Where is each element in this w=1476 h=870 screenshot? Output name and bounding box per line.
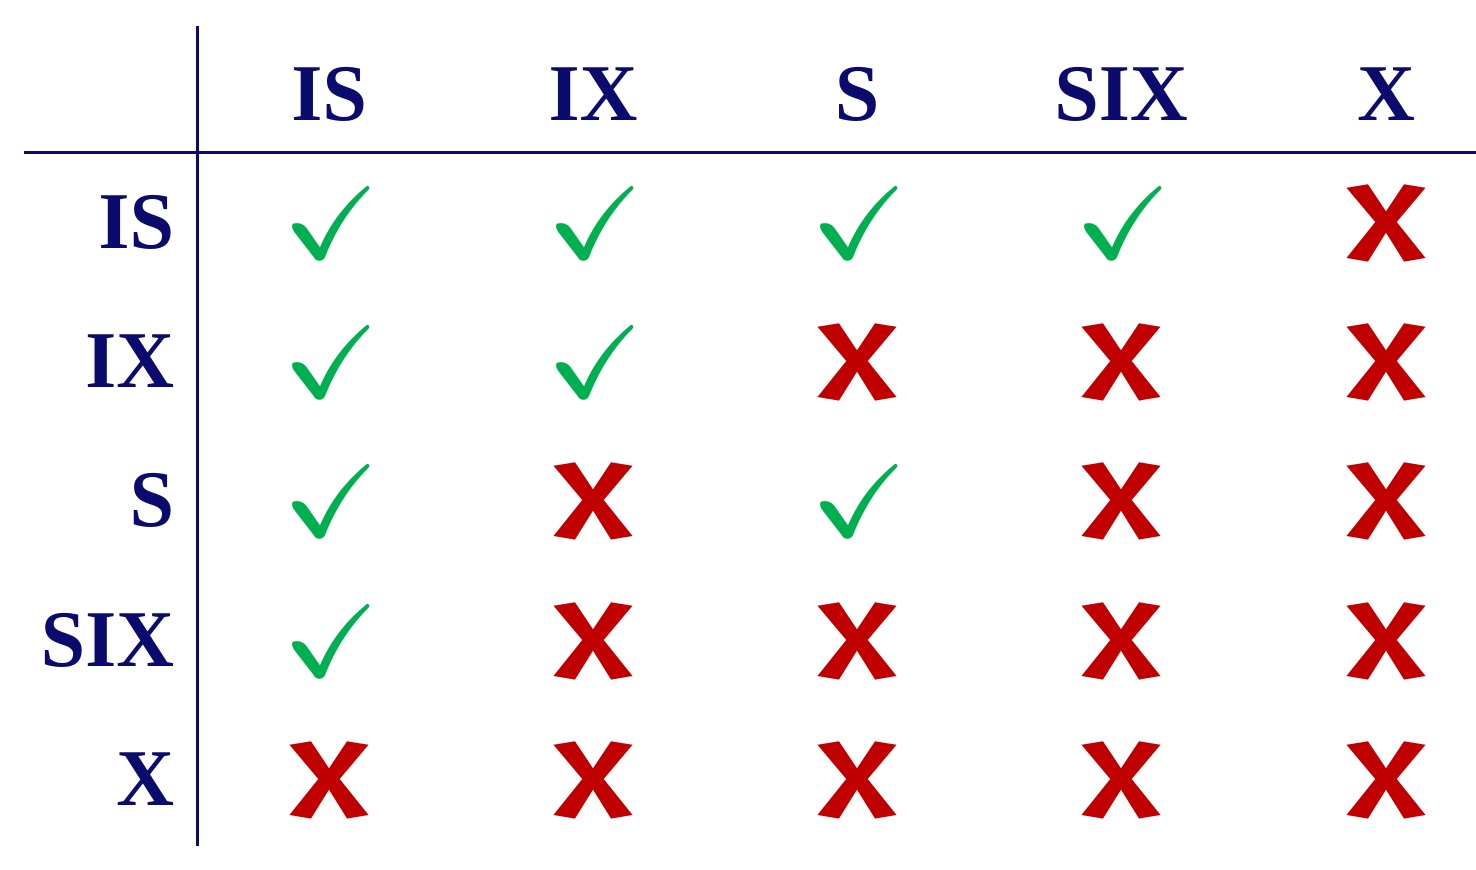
column-header-is: IS <box>291 50 367 138</box>
cross-mark-icon <box>284 734 374 824</box>
cross-mark-icon <box>1341 455 1431 545</box>
cross-mark-icon <box>1076 734 1166 824</box>
row-header-six: SIX <box>40 596 174 684</box>
row-header-is: IS <box>98 178 174 266</box>
cross-mark-icon <box>1341 177 1431 267</box>
cross-mark-icon <box>1341 595 1431 685</box>
check-mark-icon <box>812 177 902 267</box>
column-header-s: S <box>834 50 880 138</box>
column-header-ix: IX <box>548 50 638 138</box>
cross-mark-icon <box>812 734 902 824</box>
cross-mark-icon <box>1076 595 1166 685</box>
vertical-divider <box>196 26 199 846</box>
cross-mark-icon <box>1076 455 1166 545</box>
cross-mark-icon <box>1341 316 1431 406</box>
cross-mark-icon <box>1076 316 1166 406</box>
check-mark-icon <box>284 316 374 406</box>
cross-mark-icon <box>812 595 902 685</box>
column-header-x: X <box>1357 50 1415 138</box>
row-header-s: S <box>129 456 175 544</box>
check-mark-icon <box>548 177 638 267</box>
horizontal-divider <box>24 151 1476 154</box>
check-mark-icon <box>284 455 374 545</box>
cross-mark-icon <box>548 734 638 824</box>
cross-mark-icon <box>812 316 902 406</box>
cross-mark-icon <box>548 595 638 685</box>
check-mark-icon <box>548 316 638 406</box>
cross-mark-icon <box>1341 734 1431 824</box>
row-header-ix: IX <box>85 317 174 405</box>
column-header-six: SIX <box>1054 50 1188 138</box>
check-mark-icon <box>812 455 902 545</box>
row-header-x: X <box>116 735 174 823</box>
check-mark-icon <box>284 177 374 267</box>
check-mark-icon <box>1076 177 1166 267</box>
cross-mark-icon <box>548 455 638 545</box>
check-mark-icon <box>284 595 374 685</box>
